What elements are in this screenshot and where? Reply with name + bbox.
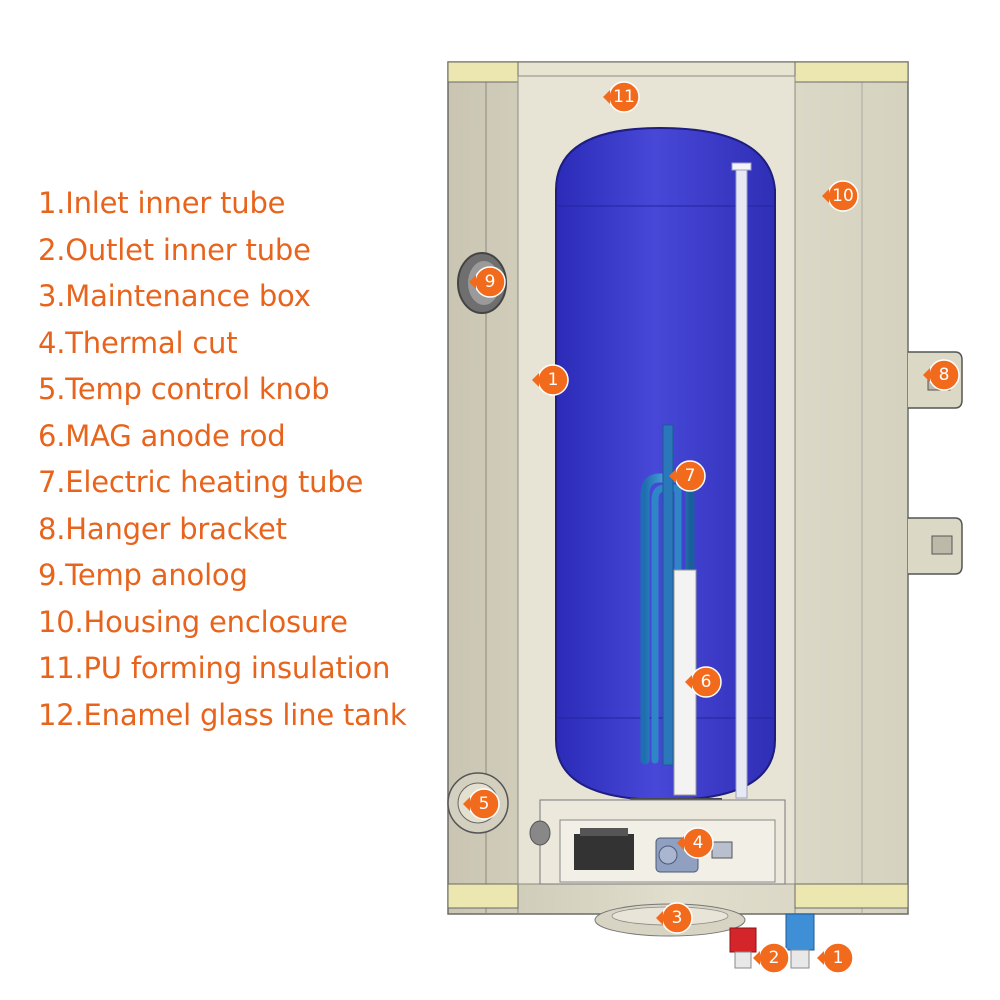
legend-item-4: 4.Thermal cut <box>38 325 238 360</box>
callout-3: 3 <box>656 902 693 934</box>
callout-11-label: 11 <box>613 87 635 107</box>
callout-11: 11 <box>603 81 640 113</box>
lower-compartment <box>539 799 786 885</box>
legend-item-3: 3.Maintenance box <box>38 279 311 313</box>
terminal-block <box>574 834 634 870</box>
electric-heating-tube <box>640 424 695 766</box>
callout-10-label: 10 <box>832 186 854 206</box>
callout-7: 7 <box>669 460 706 492</box>
outlet-fitting <box>729 927 757 969</box>
callout-1-tank-label: 1 <box>548 370 559 390</box>
hanger-bracket-lower <box>908 517 963 575</box>
insulation-bands <box>447 61 909 909</box>
legend-item-11: 11.PU forming insulation <box>38 651 391 685</box>
callout-6: 6 <box>685 666 722 698</box>
legend-item-1: 1.Inlet inner tube <box>38 186 286 220</box>
legend-item-6: 6.MAG anode rod <box>38 418 286 453</box>
legend-list: 1.Inlet inner tube 2.Outlet inner tube 3… <box>38 180 407 738</box>
callout-9-label: 9 <box>485 272 496 292</box>
callout-1-inlet: 1 <box>817 942 854 974</box>
callout-7-label: 7 <box>685 466 696 486</box>
legend-item-9: 9.Temp anolog <box>38 558 248 592</box>
inlet-inner-tube <box>731 162 752 799</box>
legend-item-5: 5.Temp control knob <box>38 372 330 406</box>
callout-2-label: 2 <box>769 948 780 968</box>
legend-item-8: 8.Hanger bracket <box>38 511 287 546</box>
callout-5: 5 <box>463 788 500 820</box>
callout-8-label: 8 <box>939 365 950 385</box>
inlet-fitting <box>785 913 815 969</box>
legend-item-2: 2.Outlet inner tube <box>38 232 311 267</box>
legend-item-12: 12.Enamel glass line tank <box>38 697 407 732</box>
legend-item-10: 10.Housing enclosure <box>38 604 348 639</box>
callout-1-tank: 1 <box>532 364 569 396</box>
callout-10: 10 <box>822 180 859 212</box>
callout-8: 8 <box>923 359 960 391</box>
callout-4-label: 4 <box>693 833 704 853</box>
callout-5-label: 5 <box>479 794 490 814</box>
legend-item-7: 7.Electric heating tube <box>38 465 364 499</box>
callout-2: 2 <box>753 942 790 974</box>
callout-6-label: 6 <box>701 672 712 692</box>
callout-3-label: 3 <box>672 908 683 928</box>
callout-1-inlet-label: 1 <box>833 948 844 968</box>
callout-9: 9 <box>469 266 506 298</box>
callout-4: 4 <box>677 827 714 859</box>
